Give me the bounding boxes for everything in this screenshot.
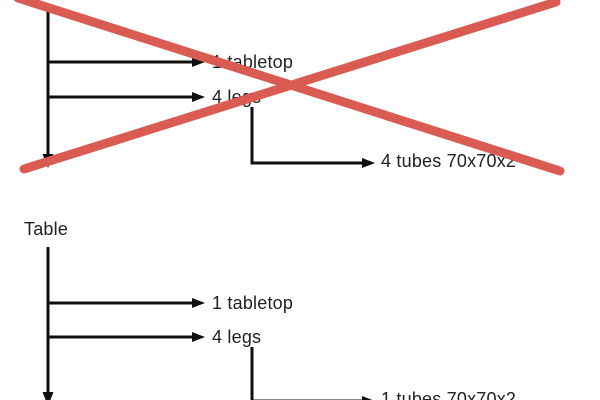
top-diagram-root-label: Table bbox=[24, 0, 68, 3]
down-arrowhead-icon bbox=[42, 392, 54, 400]
red-cross-stroke-ascending bbox=[19, 0, 561, 174]
bottom-diagram-child-tabletop-label: 1 tabletop bbox=[212, 293, 294, 313]
right-arrowhead-icon bbox=[192, 298, 205, 308]
right-arrowhead-icon bbox=[192, 332, 205, 342]
right-arrowhead-icon bbox=[362, 396, 373, 400]
bottom-diagram-child-legs-label: 4 legs bbox=[212, 327, 262, 347]
bottom-subbranch-tubes-line bbox=[250, 347, 363, 400]
top-diagram-grandchild-tubes-label: 4 tubes 70x70x2 bbox=[381, 151, 517, 171]
bottom-diagram-grandchild-tubes-label: 1 tubes 70x70x2 bbox=[381, 389, 517, 400]
right-arrowhead-icon bbox=[362, 158, 375, 168]
right-arrowhead-icon bbox=[192, 92, 205, 102]
bottom-diagram-tree bbox=[42, 247, 373, 400]
top-diagram-tree bbox=[42, 10, 375, 168]
top-subbranch-tubes-line bbox=[250, 107, 363, 165]
right-arrowhead-icon bbox=[192, 57, 205, 67]
bottom-diagram-root-label: Table bbox=[24, 219, 69, 239]
